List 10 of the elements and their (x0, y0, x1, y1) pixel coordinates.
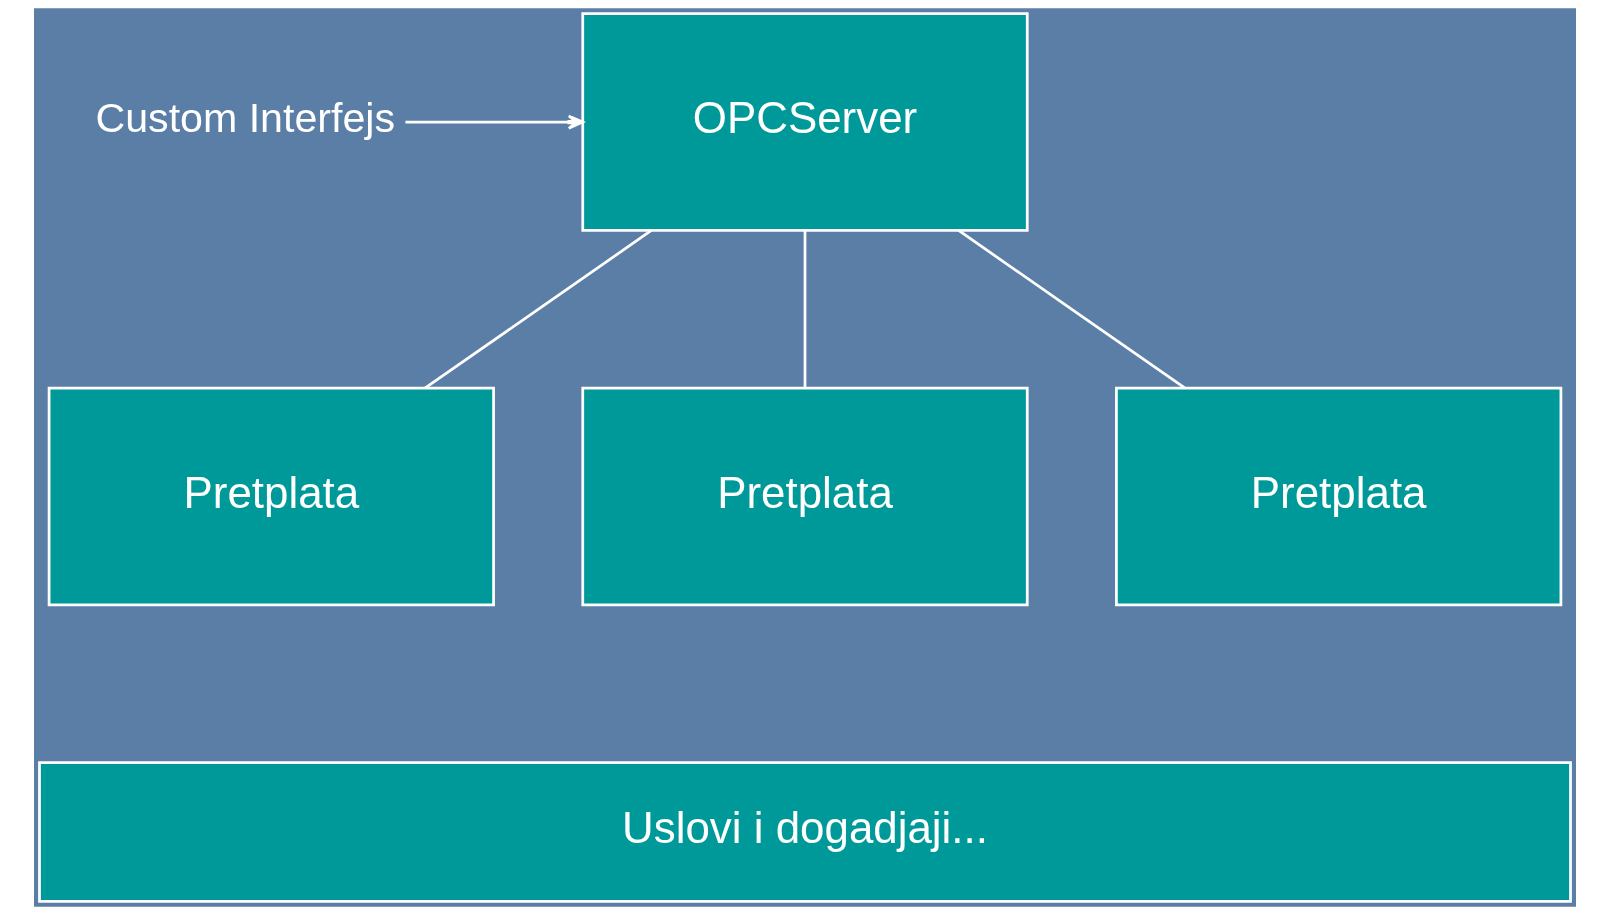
arrow (405, 114, 584, 130)
node-box: Pretplata (581, 386, 1029, 607)
node-box: Uslovi i dogadjaji... (38, 761, 1572, 903)
connector (957, 229, 1186, 390)
connector (424, 229, 653, 390)
connector (803, 230, 807, 388)
node-box: Pretplata (1115, 386, 1563, 607)
node-box: Pretplata (47, 386, 495, 607)
node-box: OPCServer (581, 12, 1029, 232)
node-text: Custom Interfejs (95, 95, 396, 142)
